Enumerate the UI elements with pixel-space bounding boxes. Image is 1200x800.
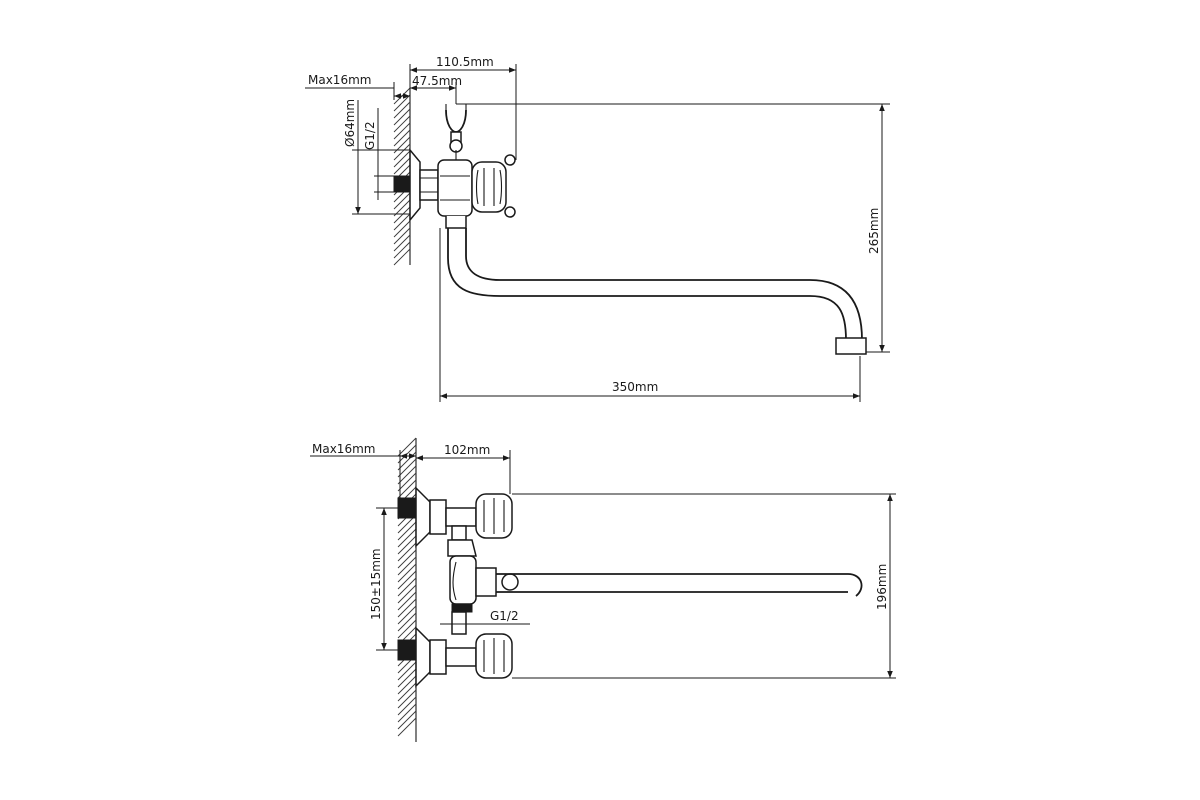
hatch-line	[397, 563, 417, 583]
hatch-line	[397, 528, 417, 548]
hatch-line	[397, 584, 417, 604]
dim-label-47: 47.5mm	[412, 74, 462, 88]
dim-label-265: 265mm	[867, 208, 881, 254]
hatch-line	[397, 570, 417, 590]
hatch-line	[393, 136, 411, 154]
spout-plan	[496, 573, 863, 597]
hatch-line	[393, 94, 411, 112]
hatch-line	[397, 675, 417, 695]
hatch-line	[397, 458, 417, 478]
hatch-line	[393, 220, 411, 238]
hatch-line	[397, 479, 417, 499]
hatch-line	[393, 101, 411, 119]
hatch-line	[397, 542, 417, 562]
plan-view: Max16mm 102mm 150±15mm G1/2 196mm	[310, 437, 896, 742]
hatch-line	[397, 535, 417, 555]
hatch-line	[397, 619, 417, 639]
upper-connector	[397, 486, 513, 548]
hatch-line	[397, 591, 417, 611]
hatch-line	[393, 227, 411, 245]
hatch-line	[397, 465, 417, 485]
hatch-line	[397, 703, 417, 723]
central-body	[447, 525, 519, 635]
hatch-line	[393, 234, 411, 252]
hatch-line	[397, 689, 417, 709]
spout-side	[447, 228, 867, 355]
wall-hatching-bottom	[397, 437, 417, 742]
lower-connector	[397, 626, 513, 688]
hatch-line	[393, 213, 411, 231]
dim-label-thread-top: G1/2	[363, 121, 377, 150]
hatch-line	[393, 192, 411, 210]
hatch-line	[397, 556, 417, 576]
wall-connector-top	[393, 147, 439, 223]
side-elevation-view: 110.5mm 47.5mm Max16mm Ø64mm G1/2 265mm …	[305, 55, 890, 402]
hatch-line	[397, 521, 417, 541]
dim-label-102: 102mm	[444, 443, 490, 457]
shower-holder-top	[445, 104, 467, 160]
handle-knob-side	[471, 154, 516, 218]
dim-label-150: 150±15mm	[369, 548, 383, 620]
hatch-line	[397, 598, 417, 618]
hatch-line	[393, 108, 411, 126]
dim-label-350: 350mm	[612, 380, 658, 394]
hatch-line	[397, 437, 417, 457]
hatch-line	[397, 444, 417, 464]
hatch-line	[397, 472, 417, 492]
dim-label-diameter: Ø64mm	[343, 99, 357, 147]
hatch-line	[393, 206, 411, 224]
hatch-line	[397, 577, 417, 597]
hatch-line	[393, 150, 411, 168]
hatch-line	[393, 241, 411, 259]
dimensions-top	[305, 64, 890, 402]
hatch-line	[393, 115, 411, 133]
hatch-line	[397, 696, 417, 716]
hatch-line	[393, 199, 411, 217]
valve-body-side	[437, 159, 473, 229]
dim-label-110: 110.5mm	[436, 55, 494, 69]
hatch-line	[397, 549, 417, 569]
hatch-line	[397, 451, 417, 471]
dim-label-max16-bottom: Max16mm	[312, 442, 375, 456]
hatch-line	[393, 129, 411, 147]
dim-label-max16-top: Max16mm	[308, 73, 371, 87]
hatch-line	[397, 710, 417, 730]
dimensions-bottom	[310, 450, 896, 679]
hatch-line	[393, 143, 411, 161]
hatch-line	[397, 605, 417, 625]
hatch-line	[397, 682, 417, 702]
hatch-line	[397, 668, 417, 688]
hatch-line	[393, 248, 411, 266]
hatch-line	[397, 612, 417, 632]
dim-label-thread-bottom: G1/2	[490, 609, 519, 623]
hatch-line	[397, 661, 417, 681]
hatch-line	[397, 717, 417, 737]
hatch-line	[393, 122, 411, 140]
hatch-line	[393, 157, 411, 175]
dim-label-196: 196mm	[875, 564, 889, 610]
